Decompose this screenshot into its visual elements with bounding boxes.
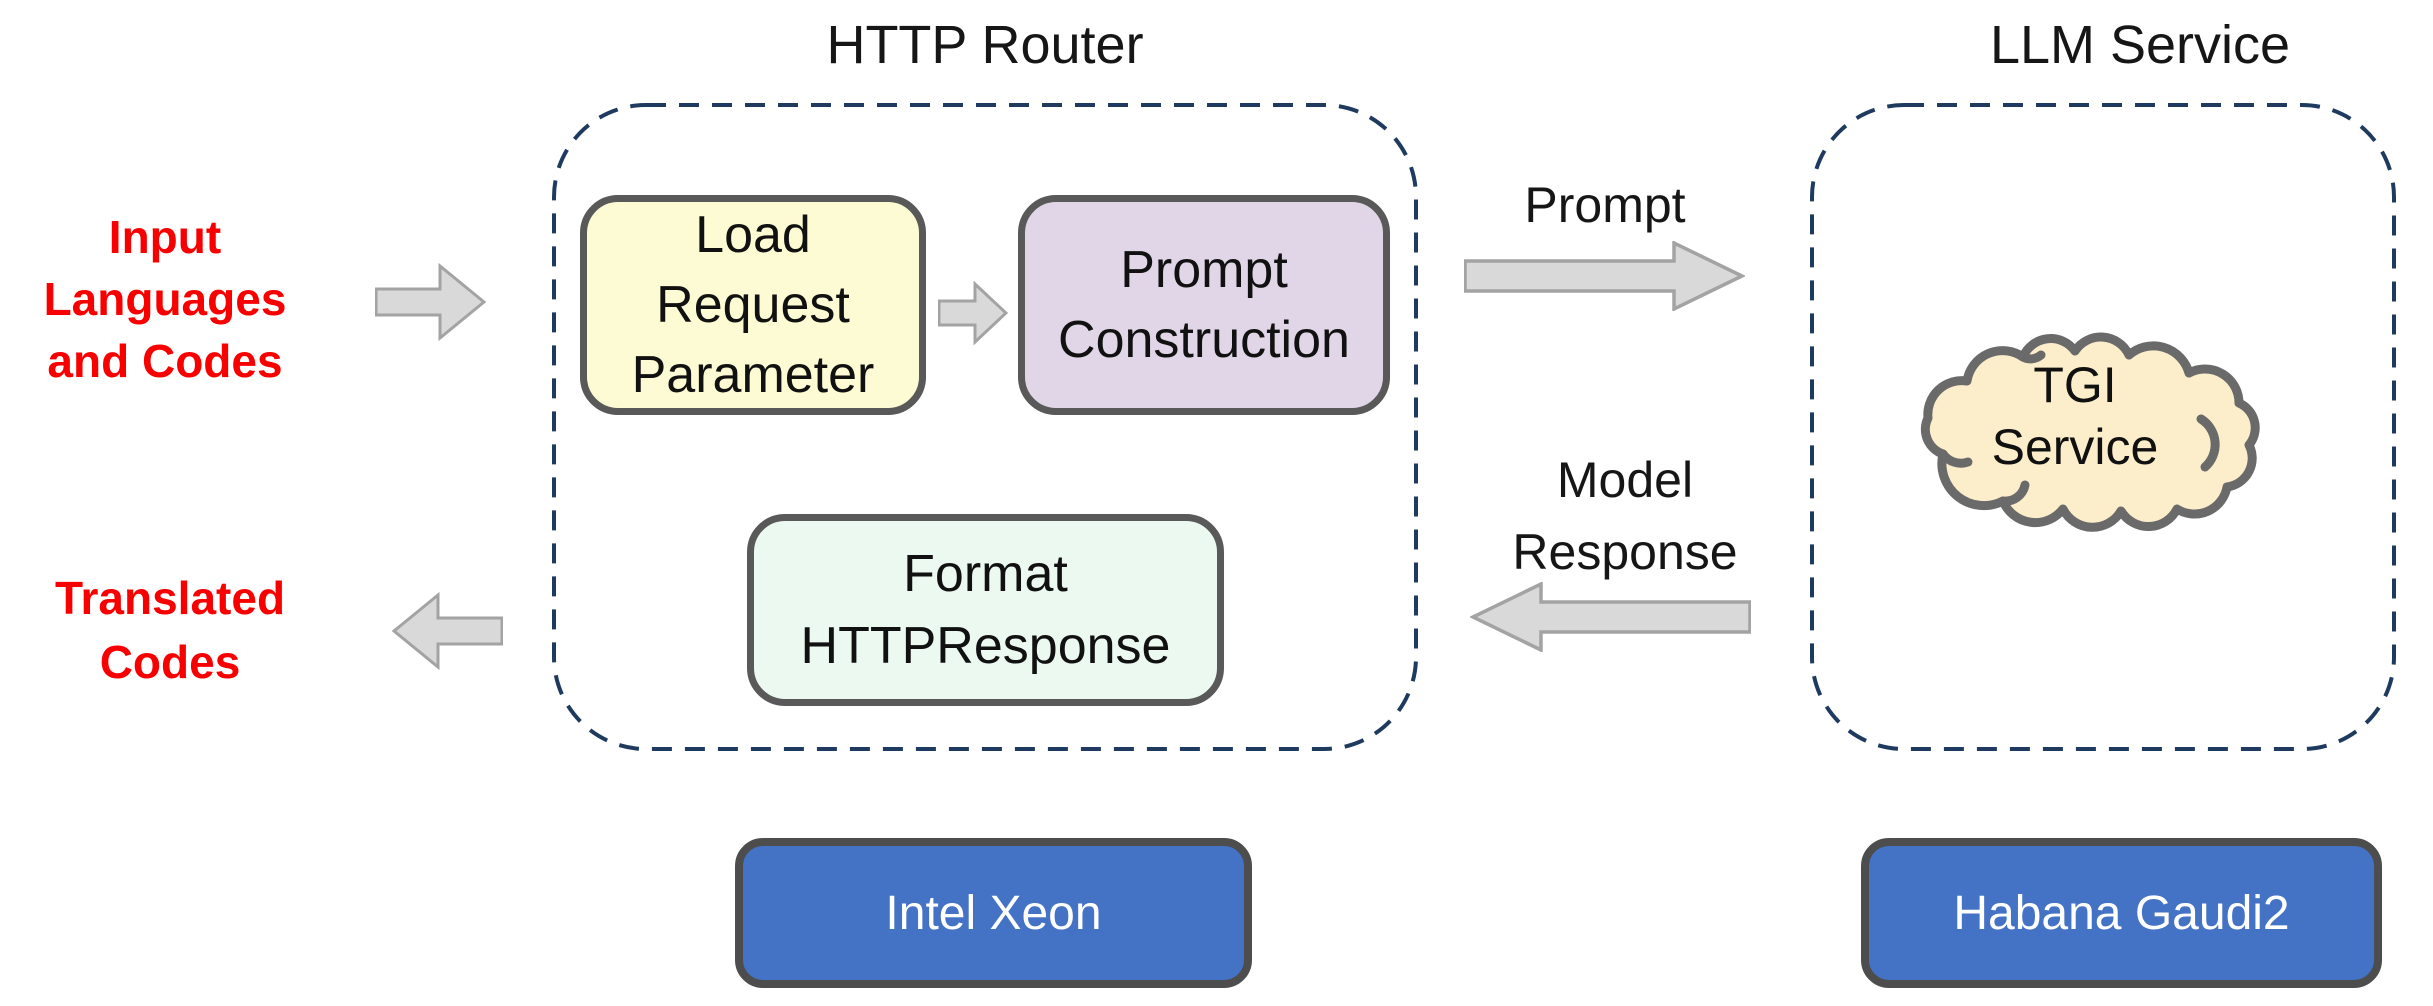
- format-httpresponse-box: Format HTTPResponse: [747, 514, 1224, 706]
- http-router-frame: [552, 103, 1418, 751]
- output-label-line2: Codes: [99, 636, 241, 688]
- llm-service-frame: [1810, 103, 2396, 751]
- load-box-line1: Load: [695, 206, 811, 264]
- cloud-label-line2: Service: [1991, 419, 2159, 475]
- model-response-line1: Model: [1556, 452, 1694, 508]
- translated-codes-label: Translated Codes: [5, 566, 335, 694]
- model-response-arrow-icon: [1470, 582, 1751, 652]
- llm-service-title: LLM Service: [1989, 15, 2291, 75]
- input-label-line1: Input: [108, 211, 222, 263]
- intel-xeon-badge: Intel Xeon: [735, 838, 1252, 988]
- load-box-line2: Request: [656, 276, 850, 334]
- cloud-label-line1: TGI: [2033, 357, 2117, 413]
- load-request-parameter-box: Load Request Parameter: [580, 195, 926, 415]
- prompt-flow-label: Prompt: [1524, 177, 1686, 233]
- output-label-line1: Translated: [54, 572, 286, 624]
- load-box-line3: Parameter: [631, 346, 875, 404]
- habana-gaudi2-badge: Habana Gaudi2: [1861, 838, 2382, 988]
- tgi-service-cloud-icon: [1920, 332, 2260, 532]
- input-label-line2: Languages: [43, 273, 287, 325]
- prompt-arrow-icon: [1464, 241, 1745, 311]
- model-response-flow-label: Model Response: [1480, 444, 1770, 588]
- router-internal-arrow-icon: [938, 281, 1008, 345]
- tgi-service-cloud-label: TGI Service: [1905, 354, 2245, 478]
- input-label-line3: and Codes: [47, 335, 283, 387]
- output-arrow-icon: [392, 592, 503, 670]
- format-box-line1: Format: [903, 545, 1068, 603]
- input-arrow-icon: [375, 263, 486, 341]
- prompt-box-line2: Construction: [1058, 311, 1350, 369]
- prompt-construction-box: Prompt Construction: [1018, 195, 1390, 415]
- http-router-title: HTTP Router: [826, 15, 1144, 75]
- input-languages-label: Input Languages and Codes: [0, 206, 330, 392]
- prompt-box-line1: Prompt: [1120, 241, 1288, 299]
- model-response-line2: Response: [1512, 524, 1738, 580]
- format-box-line2: HTTPResponse: [800, 617, 1171, 675]
